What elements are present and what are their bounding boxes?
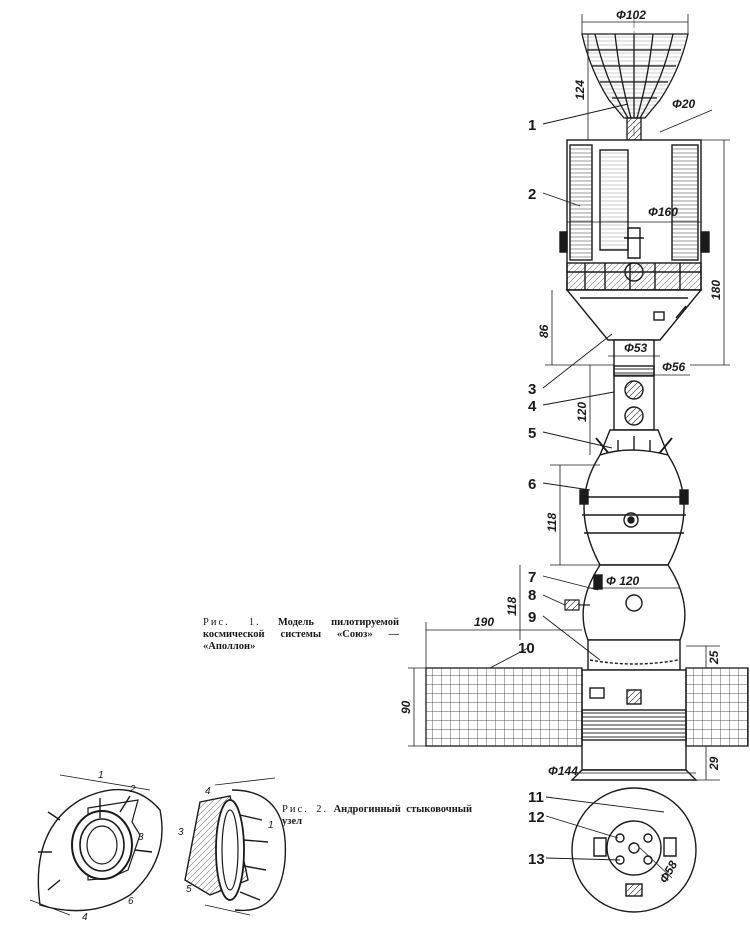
part-10-solar-panels: [425, 667, 749, 747]
figure2-left-drawing: [29, 774, 163, 916]
fig2-left-callout-2: 2: [129, 784, 136, 795]
leader-lines: [489, 103, 665, 861]
callout-1: 1: [528, 117, 536, 134]
figure2-caption: Рис. 2. Андрогинный стыковочный узел: [282, 804, 472, 828]
callouts-figure1: 1 2 3 4 5 6 7 8 9 10 11 12 13: [518, 117, 545, 868]
dim-d144: Φ144: [548, 764, 578, 778]
part-5-docking-unit: [595, 429, 673, 456]
part-3-transition-cone: [565, 289, 703, 341]
callouts-figure2-right: 4 1 3 5: [178, 786, 274, 895]
callout-3: 3: [528, 381, 536, 398]
fig2-left-callout-4: 4: [82, 912, 88, 923]
callout-8: 8: [528, 587, 536, 604]
figure2-caption-body: Андрогинный стыковочный узел: [282, 804, 472, 827]
callout-6: 6: [528, 476, 536, 493]
callout-9: 9: [528, 609, 536, 626]
callout-11: 11: [528, 789, 544, 806]
dimension-labels: Φ102 124 Φ20 Φ160 180 86 Φ53 Φ56 120 118…: [399, 8, 723, 886]
fig2-left-callout-3: 3: [138, 832, 144, 843]
figure1-caption-prefix: Рис. 1.: [203, 617, 261, 628]
figure2-caption-prefix: Рис. 2.: [282, 804, 329, 815]
dim-d20: Φ20: [672, 97, 696, 111]
dim-d102: Φ102: [616, 8, 646, 22]
callout-2: 2: [528, 186, 536, 203]
bottom-view: [571, 787, 697, 913]
fig2-right-callout-5: 5: [186, 884, 192, 895]
dim-h120: 120: [575, 402, 589, 422]
dim-d56: Φ56: [662, 360, 686, 374]
callouts-figure2-left: 1 2 3 4 6: [82, 770, 144, 923]
callout-10: 10: [518, 640, 535, 657]
fig2-left-callout-1: 1: [98, 770, 104, 781]
dim-h86: 86: [537, 324, 551, 338]
part-2-command-module: [559, 139, 710, 291]
callout-7: 7: [528, 569, 536, 586]
dim-h118a: 118: [545, 513, 559, 532]
fig2-right-callout-1: 1: [268, 820, 274, 831]
part-6-orbital-module: [579, 449, 689, 566]
fig2-right-callout-4: 4: [205, 786, 211, 797]
callout-13: 13: [528, 851, 545, 868]
figure2-right-drawing: [184, 777, 287, 916]
part-4-docking-module: [613, 339, 655, 431]
part-9-service-module: [570, 639, 698, 781]
dim-h25: 25: [707, 650, 721, 665]
figure1-caption-body: Модель пилотируемой космической системы …: [203, 617, 399, 652]
dim-h118b: 118: [505, 597, 519, 616]
fig2-left-callout-6: 6: [128, 896, 134, 907]
callout-4: 4: [528, 398, 537, 415]
callout-12: 12: [528, 809, 545, 826]
dimension-lines: [408, 14, 730, 879]
dim-w190: 190: [474, 615, 494, 629]
dim-h90: 90: [399, 700, 413, 714]
dim-h124: 124: [573, 80, 587, 100]
dim-d53: Φ53: [624, 341, 648, 355]
dim-h29: 29: [707, 756, 721, 771]
fig2-right-callout-3: 3: [178, 827, 184, 838]
dim-h180: 180: [709, 280, 723, 300]
dim-d120: Φ 120: [606, 574, 640, 588]
part-1-docking-cone: [581, 33, 689, 141]
callout-5: 5: [528, 425, 536, 442]
figure1-caption: Рис. 1. Модель пилотируемой космической …: [203, 617, 399, 653]
dim-d160: Φ160: [648, 205, 678, 219]
